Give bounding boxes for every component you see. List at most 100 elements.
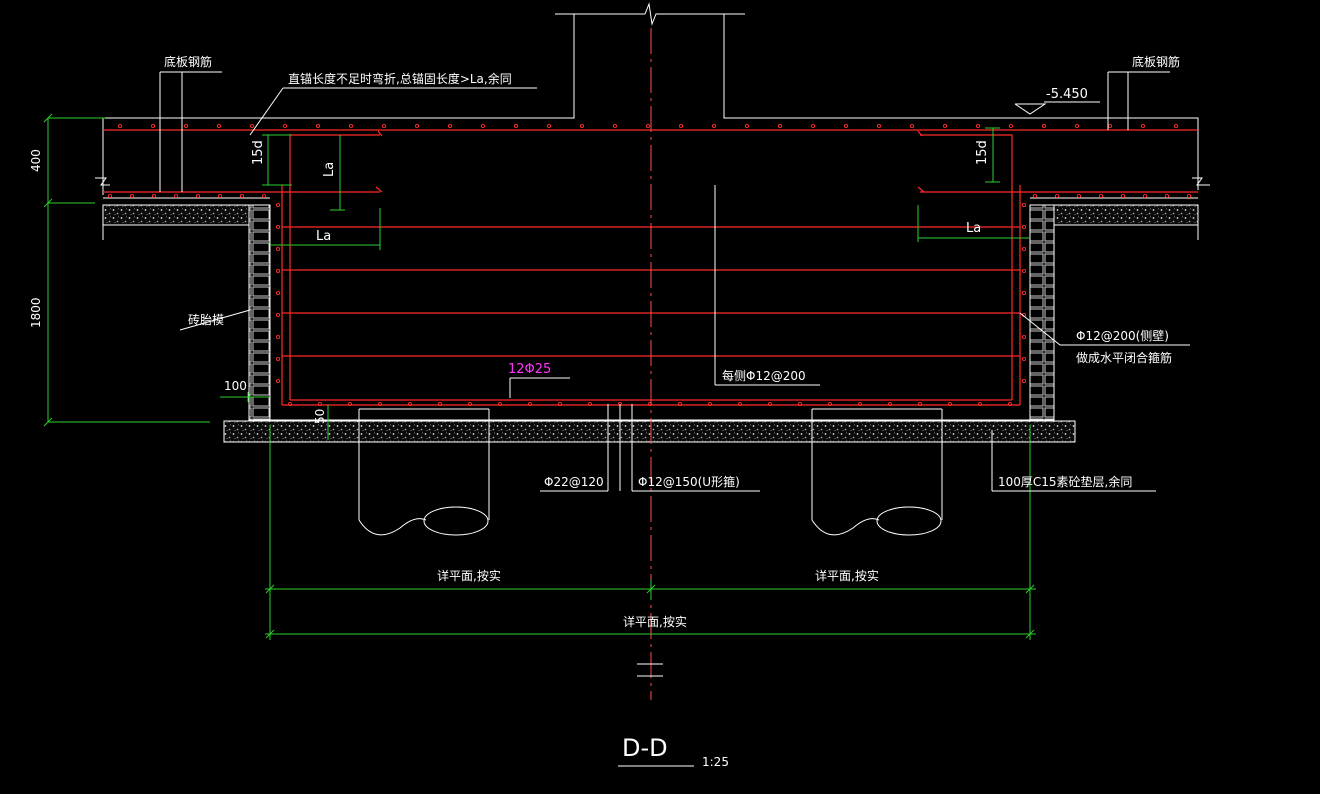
rebar-dot [275, 356, 281, 362]
rebar-dot [1032, 193, 1038, 199]
label-see-plan-2: 详平面,按实 [815, 568, 879, 583]
rebar-dot [129, 193, 135, 199]
rebar-dot [407, 401, 413, 407]
slab-break-marks [95, 177, 1210, 186]
rebar-dot [347, 401, 353, 407]
section-title: D-D [622, 734, 668, 762]
label-la-right: La [966, 221, 981, 236]
rebar-dot [1021, 246, 1027, 252]
label-elevation: -5.450 [1046, 87, 1088, 102]
rebar-dot [1074, 123, 1080, 129]
annotations: 底板钢筋 底板钢筋 直锚长度不足时弯折,总锚固长度>La,余同 -5.450 1… [29, 54, 1180, 769]
rebar-dot [195, 193, 201, 199]
rebar-dot [1164, 193, 1170, 199]
rebar-dot [587, 401, 593, 407]
rebar-dot [173, 193, 179, 199]
rebar-dot [527, 401, 533, 407]
centerline [637, 28, 663, 700]
label-anchor-note: 直锚长度不足时弯折,总锚固长度>La,余同 [288, 71, 512, 86]
rebar-dot [711, 123, 717, 129]
rebar-dot [151, 193, 157, 199]
rebar-dot [275, 378, 281, 384]
rebar-dot [287, 401, 293, 407]
label-15d-left: 15d [251, 140, 266, 165]
rebar-dot [275, 246, 281, 252]
label-see-plan-1: 详平面,按实 [437, 568, 501, 583]
rebar-dot [546, 123, 552, 129]
rebar-dot [1142, 193, 1148, 199]
pile-right [811, 408, 943, 536]
rebar-dot [887, 401, 893, 407]
rebar-dot [827, 401, 833, 407]
rebar-dot [810, 123, 816, 129]
label-slab-rebar-right: 底板钢筋 [1132, 54, 1180, 69]
rebar-dot [777, 123, 783, 129]
label-slab-rebar-left: 底板钢筋 [164, 54, 212, 69]
rebar-dot [909, 123, 915, 129]
label-closed-stirrup: 做成水平闭合箍筋 [1076, 350, 1172, 365]
rebar-dot [275, 290, 281, 296]
rebar-dot [317, 401, 323, 407]
section-scale: 1:25 [702, 755, 729, 769]
rebar-dot [677, 401, 683, 407]
rebar-dot [1007, 401, 1013, 407]
rebar-dot [497, 401, 503, 407]
rebar-dot [797, 401, 803, 407]
rebar-dot [1186, 193, 1192, 199]
rebar-dot [1098, 193, 1104, 199]
rebar-dot [737, 401, 743, 407]
label-cushion: 100厚C15素砼垫层,余同 [998, 474, 1132, 489]
rebar-dot [876, 123, 882, 129]
rebar-dot [217, 193, 223, 199]
rebar-dot [437, 401, 443, 407]
rebar-dot [579, 123, 585, 129]
rebar-dots [107, 123, 1192, 407]
rebar-dot [249, 123, 255, 129]
label-la-vertical: La [322, 162, 337, 177]
pit-outline [269, 205, 1031, 421]
rebar-dot [707, 401, 713, 407]
rebar-dot [414, 123, 420, 129]
rebar-dot [447, 123, 453, 129]
rebar-dot [647, 401, 653, 407]
rebar-dot [1173, 123, 1179, 129]
dimension-lines [43, 113, 1036, 640]
label-dim-1800: 1800 [29, 297, 43, 328]
rebar-dot [275, 268, 281, 274]
label-side-wall: Φ12@200(侧壁) [1076, 328, 1169, 343]
rebar-dot [107, 193, 113, 199]
rebar-dot [275, 334, 281, 340]
rebar-dot [275, 202, 281, 208]
label-brick-mold: 砖胎模 [188, 312, 224, 327]
rebar-dot [857, 401, 863, 407]
rebar-dot [377, 401, 383, 407]
rebar-dot [513, 123, 519, 129]
rebar-dot [767, 401, 773, 407]
rebar-dot [612, 123, 618, 129]
rebar-dot [1107, 123, 1113, 129]
rebar-dot [942, 123, 948, 129]
rebar-dot [117, 123, 123, 129]
rebar-dot [1021, 334, 1027, 340]
rebar-dot [183, 123, 189, 129]
label-u-stirrup: Φ12@150(U形箍) [638, 474, 740, 489]
rebar-dot [1041, 123, 1047, 129]
rebar-dot [1120, 193, 1126, 199]
leader-lines [159, 71, 1190, 767]
rebar-dot [917, 401, 923, 407]
rebar-dot [645, 123, 651, 129]
rebar-dot [261, 193, 267, 199]
pile-left [358, 408, 490, 536]
rebar-dot [1021, 202, 1027, 208]
label-each-side: 每侧Φ12@200 [722, 368, 806, 383]
rebar-dot [239, 193, 245, 199]
rebar-dot [744, 123, 750, 129]
rebar-dot [315, 123, 321, 129]
rebar-dot [275, 312, 281, 318]
rebar-dot [678, 123, 684, 129]
rebar-dot [1008, 123, 1014, 129]
rebar-dot [1021, 290, 1027, 296]
rebar-dot [977, 401, 983, 407]
rebar-dot [1021, 356, 1027, 362]
